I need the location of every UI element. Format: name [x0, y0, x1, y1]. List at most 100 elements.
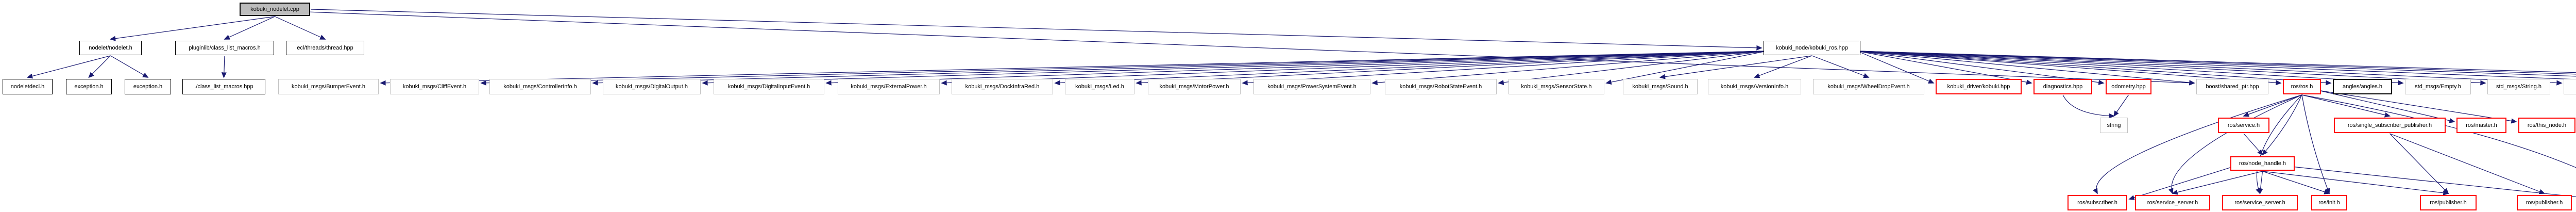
graph-node-service[interactable]: ros/service.h — [2218, 118, 2269, 133]
graph-node-master[interactable]: ros/master.h — [2456, 118, 2506, 133]
edge-rosros-to-init — [2301, 94, 2330, 194]
edge-nh-to-sub1 — [2128, 166, 2234, 200]
graph-node-rosros[interactable]: ros/ros.h — [2283, 79, 2321, 94]
graph-node-pse: kobuki_msgs/PowerSystemEvent.h — [1253, 79, 1370, 94]
edge-nh-to-init — [2262, 171, 2330, 194]
graph-node-boost: boost/shared_ptr.hpp — [2196, 79, 2268, 94]
edge-kros-to-sigslots — [1857, 51, 2576, 75]
edge-kros-to-ver — [1753, 55, 1812, 78]
edge-kros-to-boost — [1857, 51, 2195, 86]
edge-root-to-nodelet — [109, 16, 275, 41]
graph-node-dock: kobuki_msgs/DockInfraRed.h — [952, 79, 1053, 94]
edge-rosros-to-service — [2243, 94, 2302, 117]
edge-kros-to-bumper — [380, 51, 1767, 86]
graph-node-ss2[interactable]: ros/service_server.h — [2222, 195, 2298, 210]
edge-ssp-to-pub2 — [2389, 133, 2546, 194]
edge-kros-to-ctrl — [592, 51, 1767, 86]
graph-node-sound: kobuki_msgs/Sound.h — [1623, 79, 1698, 94]
edge-rosros-to-ss1 — [2168, 94, 2302, 194]
edge-root-to-kros — [310, 9, 1762, 51]
graph-node-init[interactable]: ros/init.h — [2311, 195, 2347, 210]
edge-kros-to-sound — [1659, 55, 1812, 79]
graph-node-clm[interactable]: ./class_list_macros.hpp — [182, 79, 265, 94]
edge-ssp-to-pub1 — [2389, 133, 2449, 194]
edge-kros-to-joint — [1857, 51, 2576, 80]
edge-kros-to-rosros — [1857, 51, 2282, 86]
graph-node-thisnode[interactable]: ros/this_node.h — [2518, 118, 2575, 133]
graph-node-motor: kobuki_msgs/MotorPower.h — [1148, 79, 1241, 94]
edge-nodelet-to-exc2 — [110, 55, 149, 78]
edge-nh-to-ss1 — [2172, 171, 2263, 195]
graph-node-str: string — [2100, 118, 2128, 133]
edge-odom-to-str — [2113, 94, 2129, 117]
edge-root-to-boost — [307, 11, 2195, 86]
graph-node-exc1[interactable]: exception.h — [66, 79, 112, 94]
graph-node-led: kobuki_msgs/Led.h — [1065, 79, 1134, 94]
graph-node-nh[interactable]: ros/node_handle.h — [2230, 156, 2295, 171]
edge-kros-to-motor — [1242, 51, 1767, 86]
graph-node-extp: kobuki_msgs/ExternalPower.h — [838, 79, 940, 94]
graph-node-pluginlib[interactable]: pluginlib/class_list_macros.h — [175, 41, 274, 55]
edge-nh-to-sub2 — [2291, 166, 2576, 198]
edge-rosros-to-ssp — [2301, 94, 2391, 118]
graph-node-odom[interactable]: odometry.hpp — [2106, 79, 2151, 94]
graph-node-rse: kobuki_msgs/RobotStateEvent.h — [1385, 79, 1497, 94]
graph-node-cliff: kobuki_msgs/CliffEvent.h — [390, 79, 479, 94]
graph-node-nodelet[interactable]: nodelet/nodelet.h — [79, 41, 142, 55]
graph-node-eclthread[interactable]: ecl/threads/thread.hpp — [286, 41, 364, 55]
graph-node-ss1[interactable]: ros/service_server.h — [2135, 195, 2210, 210]
graph-node-sub1[interactable]: ros/subscriber.h — [2067, 195, 2127, 210]
graph-node-pub1[interactable]: ros/publisher.h — [2420, 195, 2477, 210]
edge-kros-to-cliff — [480, 51, 1767, 86]
edge-kros-to-int16 — [1857, 51, 2563, 86]
edge-kros-to-sens — [1605, 51, 1767, 85]
edge-kros-to-button — [1857, 51, 2576, 73]
edge-kros-to-pse — [1371, 51, 1767, 86]
edge-kros-to-empty — [1857, 51, 2404, 86]
graph-node-ctrl: kobuki_msgs/ControllerInfo.h — [489, 79, 591, 94]
edge-kros-to-kdriver — [1857, 51, 1935, 84]
edge-root-to-eclthread — [275, 16, 326, 40]
edge-rosros-to-nh — [2262, 94, 2302, 156]
graph-node-int16: std_msgs/Int16MultiArray.h — [2564, 79, 2576, 94]
graph-node-dinp: kobuki_msgs/DigitalInputEvent.h — [714, 79, 824, 94]
graph-node-sens: kobuki_msgs/SensorState.h — [1509, 79, 1604, 94]
edge-diag-to-str — [2062, 94, 2115, 119]
graph-node-nodeletdecl[interactable]: nodeletdecl.h — [3, 79, 53, 94]
graph-node-kros[interactable]: kobuki_node/kobuki_ros.hpp — [1764, 41, 1860, 55]
graph-node-wheel: kobuki_msgs/WheelDropEvent.h — [1813, 79, 1924, 94]
edge-rosros-to-master — [2317, 90, 2455, 123]
graph-node-diag[interactable]: diagnostics.hpp — [2033, 79, 2092, 94]
edge-kros-to-imu — [1857, 51, 2576, 77]
edge-pluginlib-to-clm — [221, 55, 227, 78]
edge-kros-to-rse — [1498, 51, 1767, 85]
graph-node-empty: std_msgs/Empty.h — [2405, 79, 2471, 94]
graph-node-kdriver[interactable]: kobuki_driver/kobuki.hpp — [1936, 79, 2022, 94]
edge-service-to-nh — [2243, 133, 2263, 156]
graph-node-exc2[interactable]: exception.h — [125, 79, 171, 94]
edge-kros-to-dock — [1054, 51, 1767, 86]
edge-nodelet-to-nodeletdecl — [26, 55, 111, 79]
graph-node-dout: kobuki_msgs/DigitalOutput.h — [603, 79, 701, 94]
graph-node-bumper: kobuki_msgs/BumperEvent.h — [278, 79, 379, 94]
edge-kros-to-odom — [1857, 51, 2105, 85]
edge-kros-to-extp — [941, 51, 1767, 86]
edge-kros-to-dout — [702, 51, 1767, 86]
edge-kros-to-dinp — [825, 51, 1767, 86]
edge-kros-to-string_msg — [1857, 51, 2486, 86]
edge-kros-to-angles — [1857, 51, 2332, 86]
graph-node-ssp[interactable]: ros/single_subscriber_publisher.h — [2334, 118, 2446, 133]
edge-root-to-pluginlib — [224, 16, 275, 40]
graph-node-root: kobuki_nodelet.cpp — [240, 3, 310, 16]
graph-node-pub2[interactable]: ros/publisher.h — [2517, 195, 2572, 210]
edge-rosros-to-thisnode — [2317, 90, 2517, 124]
edge-nodelet-to-exc1 — [88, 55, 111, 78]
edge-rosros-to-ss2 — [2256, 94, 2302, 194]
edge-rosros-to-sub2 — [2301, 94, 2576, 168]
graph-node-angles[interactable]: angles/angles.h — [2333, 79, 2392, 94]
edge-nh-to-pub1 — [2262, 171, 2449, 195]
edge-kros-to-led — [1136, 51, 1767, 86]
edge-rosros-to-sub1 — [2093, 94, 2302, 194]
